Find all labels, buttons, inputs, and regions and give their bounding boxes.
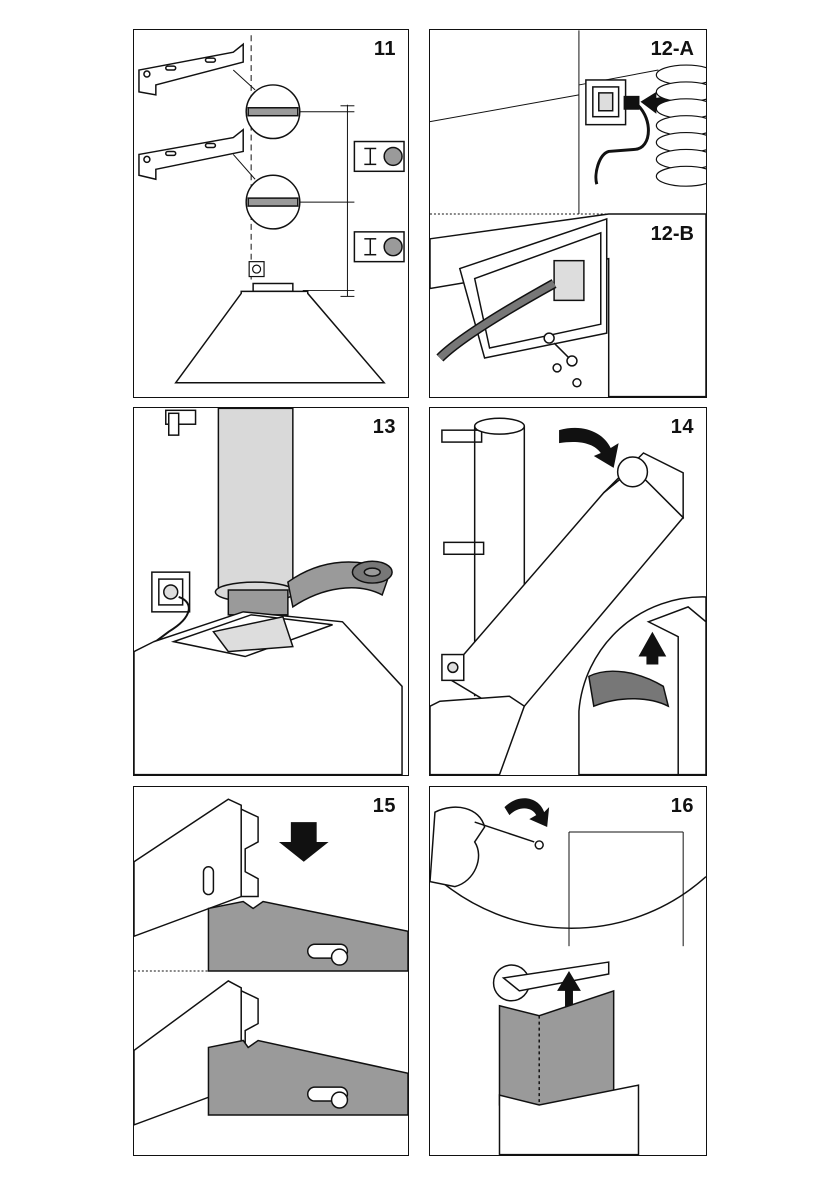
step-11-illustration bbox=[134, 30, 408, 397]
step-12-illustration bbox=[430, 30, 706, 397]
bracket-16 bbox=[494, 962, 609, 1001]
brackets-14 bbox=[442, 430, 484, 554]
step-16-panel: 16 bbox=[429, 786, 707, 1156]
step-14-panel: 14 bbox=[429, 407, 707, 776]
step-13-illustration bbox=[134, 408, 408, 775]
wall-socket bbox=[586, 80, 626, 125]
wall-bracket bbox=[166, 410, 196, 435]
lower-bracket bbox=[139, 130, 243, 180]
step-15-number: 15 bbox=[373, 795, 396, 818]
drill-icon-upper bbox=[354, 142, 404, 172]
wall-socket-13 bbox=[152, 572, 190, 612]
step-14-number: 14 bbox=[671, 416, 694, 439]
chimney-pipe bbox=[215, 408, 294, 602]
wall-socket-14 bbox=[442, 655, 464, 681]
ceiling-arc bbox=[430, 872, 706, 928]
rotate-arrow-16 bbox=[504, 798, 549, 827]
hood-top bbox=[134, 612, 402, 775]
step-12-panel: 12-A 12-B bbox=[429, 29, 707, 398]
bracket-15a bbox=[208, 902, 408, 971]
hood-outline bbox=[176, 283, 384, 382]
step-11-panel: 11 bbox=[133, 29, 409, 398]
hand-screwdriver bbox=[430, 807, 543, 886]
detail-circle-upper bbox=[246, 85, 300, 139]
step-13-panel: 13 bbox=[133, 407, 409, 776]
step-11-number: 11 bbox=[374, 38, 396, 61]
step-13-number: 13 bbox=[373, 416, 396, 439]
detail-circle-lower bbox=[246, 175, 300, 229]
step-15-illustration bbox=[134, 787, 408, 1155]
step-15-panel: 15 bbox=[133, 786, 409, 1156]
step-12a-label: 12-A bbox=[651, 38, 694, 61]
detail-circle-14 bbox=[618, 457, 648, 487]
step-14-illustration bbox=[430, 408, 706, 775]
step-16-number: 16 bbox=[671, 795, 694, 818]
drill-icon-lower bbox=[354, 232, 404, 262]
bracket-15b bbox=[208, 1040, 408, 1114]
zoom-detail bbox=[579, 597, 706, 775]
step-16-illustration bbox=[430, 787, 706, 1155]
socket-icon bbox=[249, 262, 264, 277]
upper-bracket bbox=[139, 44, 243, 95]
down-arrow-15 bbox=[279, 822, 329, 862]
flex-duct bbox=[656, 65, 706, 186]
step-12b-label: 12-B bbox=[651, 223, 694, 246]
rotate-arrow bbox=[559, 428, 619, 468]
